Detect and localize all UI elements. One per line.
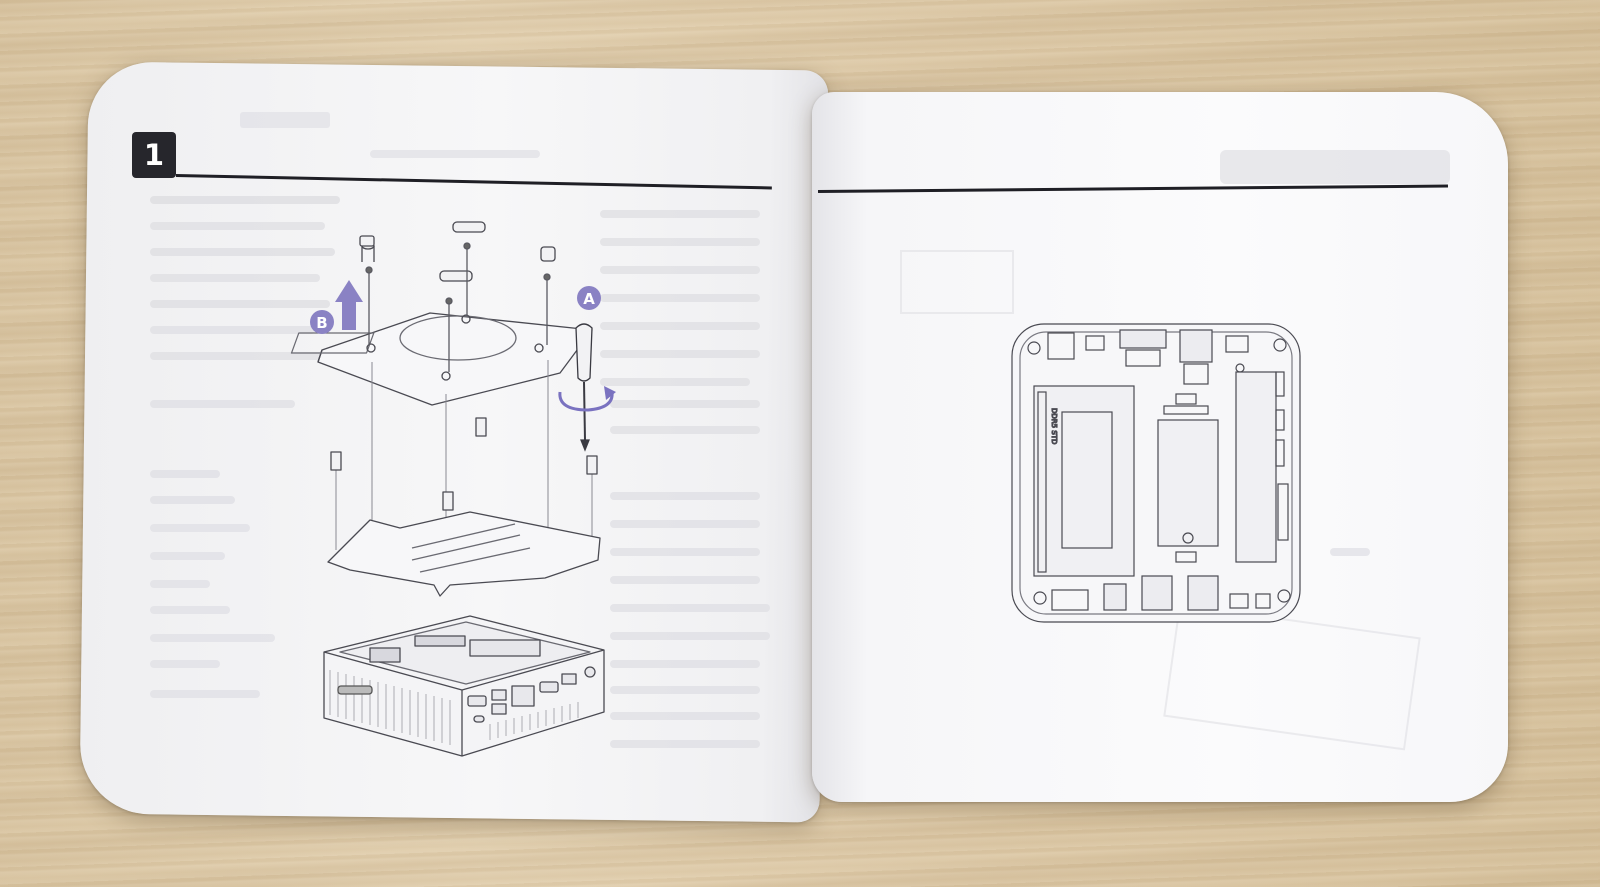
step-number-badge: 1 [132, 132, 176, 178]
m2-slot-a [1157, 419, 1219, 547]
m2-slot-b [1235, 371, 1277, 563]
ddr5-label: DDR5 STD [1050, 408, 1058, 444]
bottom-bracket [327, 511, 601, 597]
callout-a-label: A [583, 290, 595, 308]
lift-arrow-icon [335, 280, 363, 330]
callout-b-badge [310, 310, 334, 334]
callout-a-badge [577, 286, 601, 310]
rotate-arrow-icon [558, 391, 614, 412]
callout-b-label: B [316, 314, 327, 332]
ram-slot [1033, 385, 1135, 577]
